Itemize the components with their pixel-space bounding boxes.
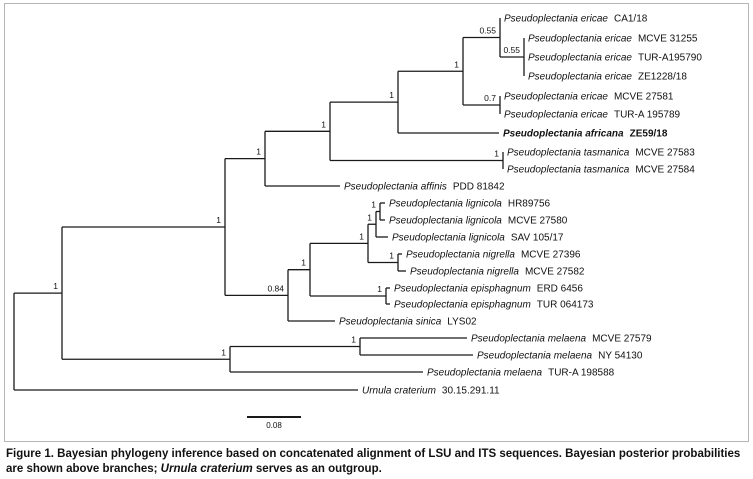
caption-text-1: Bayesian phylogeny inference based on co…: [6, 448, 741, 475]
figure-caption: Figure 1. Bayesian phylogeny inference b…: [6, 447, 748, 477]
support-value: 0.7: [484, 93, 496, 103]
support-value: 1: [494, 149, 499, 159]
support-value: 1: [53, 281, 58, 291]
support-value: 1: [367, 212, 372, 222]
scale-bar-label: 0.08: [266, 421, 282, 430]
caption-species-italic: Urnula craterium: [160, 462, 253, 475]
caption-text-2: serves as an outgroup.: [252, 462, 382, 475]
support-value: 1: [351, 335, 356, 345]
support-value: 1: [359, 231, 364, 241]
support-value: 1: [454, 59, 459, 69]
support-value: 1: [321, 119, 326, 129]
support-value: 1: [256, 147, 261, 157]
support-value: 0.84: [267, 283, 284, 293]
support-value: 1: [216, 215, 221, 225]
figure-border: [4, 3, 749, 442]
support-value: 1: [377, 284, 382, 294]
support-value: 1: [221, 347, 226, 357]
caption-label: Figure 1.: [6, 448, 54, 460]
support-value: 1: [389, 251, 394, 261]
support-value: 0.55: [503, 45, 520, 55]
support-value: 0.55: [479, 26, 496, 36]
support-value: 1: [371, 200, 376, 210]
support-value: 1: [389, 90, 394, 100]
support-value: 1: [301, 258, 306, 268]
